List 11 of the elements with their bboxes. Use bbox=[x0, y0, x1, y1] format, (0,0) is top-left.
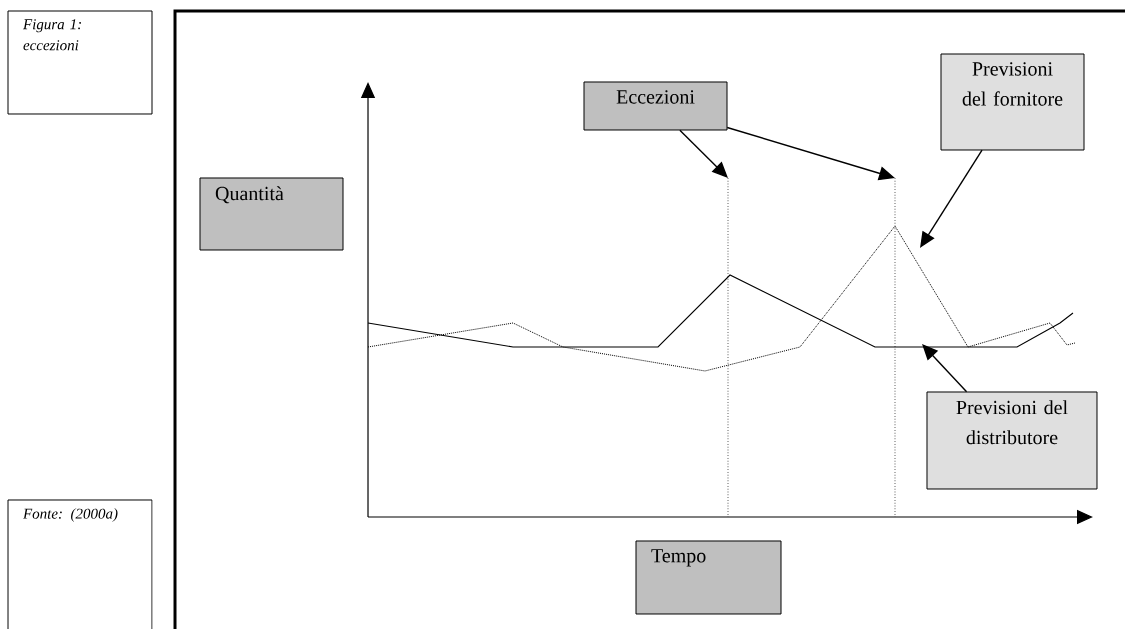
arrow bbox=[726, 126, 895, 181]
caption-box: Fonte: (2000a) bbox=[7, 499, 153, 629]
label-box: Previsioni del distributore bbox=[926, 391, 1098, 490]
label-box: Previsioni del fornitore bbox=[940, 53, 1085, 151]
caption-box: Figura 1: eccezioni bbox=[7, 10, 153, 115]
label-box: Quantità bbox=[199, 177, 344, 251]
arrow bbox=[920, 149, 983, 248]
label-box: Tempo bbox=[635, 540, 782, 615]
arrow bbox=[679, 129, 728, 178]
arrow bbox=[922, 344, 968, 393]
label-box: Eccezioni bbox=[583, 81, 728, 131]
